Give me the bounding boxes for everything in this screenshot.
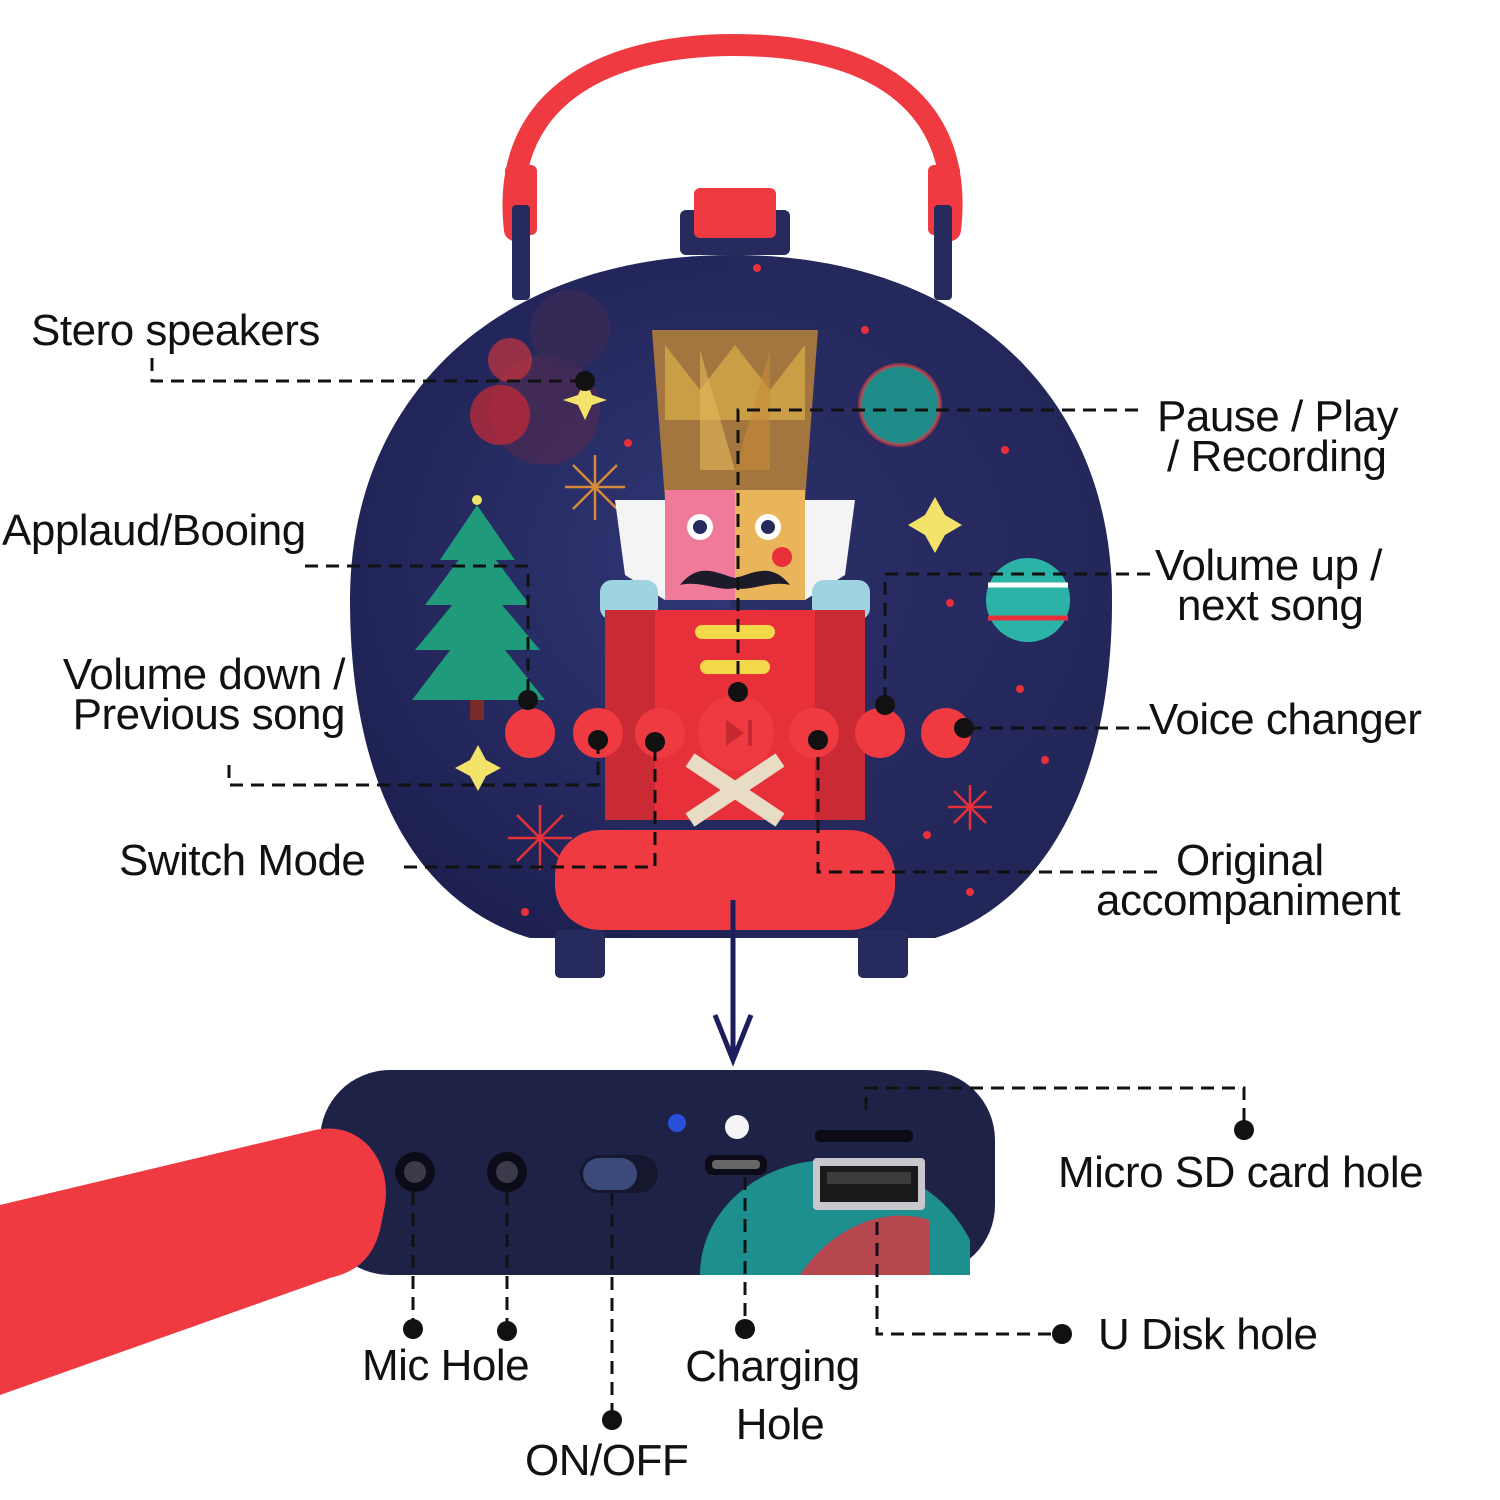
arrow-down-icon: [712, 900, 754, 1067]
ornament: [986, 558, 1070, 642]
carry-handle: [502, 33, 963, 300]
label-mic-hole: Mic Hole: [362, 1341, 530, 1390]
callout-dots: [403, 371, 1254, 1430]
control-buttons: [505, 695, 971, 771]
snowflake-icon: [508, 785, 992, 870]
label-voice-changer: Voice changer: [1149, 695, 1422, 744]
label-original-line1: Original: [1176, 836, 1324, 885]
label-volume-down-line2: Previous song: [72, 690, 346, 739]
label-u-disk: U Disk hole: [1098, 1310, 1318, 1359]
label-charging-line1: Charging: [685, 1342, 860, 1391]
label-on-off: ON/OFF: [525, 1436, 689, 1485]
label-charging-line2: Hole: [735, 1400, 825, 1449]
label-volume-down-line1: Volume down /: [62, 650, 346, 699]
bottom-panel: [0, 1070, 995, 1395]
label-pause-play-line1: Pause / Play: [1157, 392, 1399, 441]
christmas-tree: [412, 495, 545, 720]
label-volume-up-line1: Volume up /: [1155, 541, 1382, 590]
callout-lines: [150, 358, 1246, 1415]
label-micro-sd: Micro SD card hole: [1058, 1148, 1424, 1197]
nutcracker-figure: [600, 330, 870, 827]
label-stereo-speakers: Stero speakers: [31, 306, 320, 355]
label-pause-play-line2: / Recording: [1167, 432, 1387, 481]
speaker-body: [350, 255, 1112, 978]
label-volume-up-line2: next song: [1177, 581, 1364, 630]
snowflake-icon: [565, 455, 625, 520]
label-switch-mode: Switch Mode: [119, 836, 366, 885]
label-original-line2: accompaniment: [1096, 876, 1401, 925]
label-applaud-booing: Applaud/Booing: [2, 506, 306, 555]
